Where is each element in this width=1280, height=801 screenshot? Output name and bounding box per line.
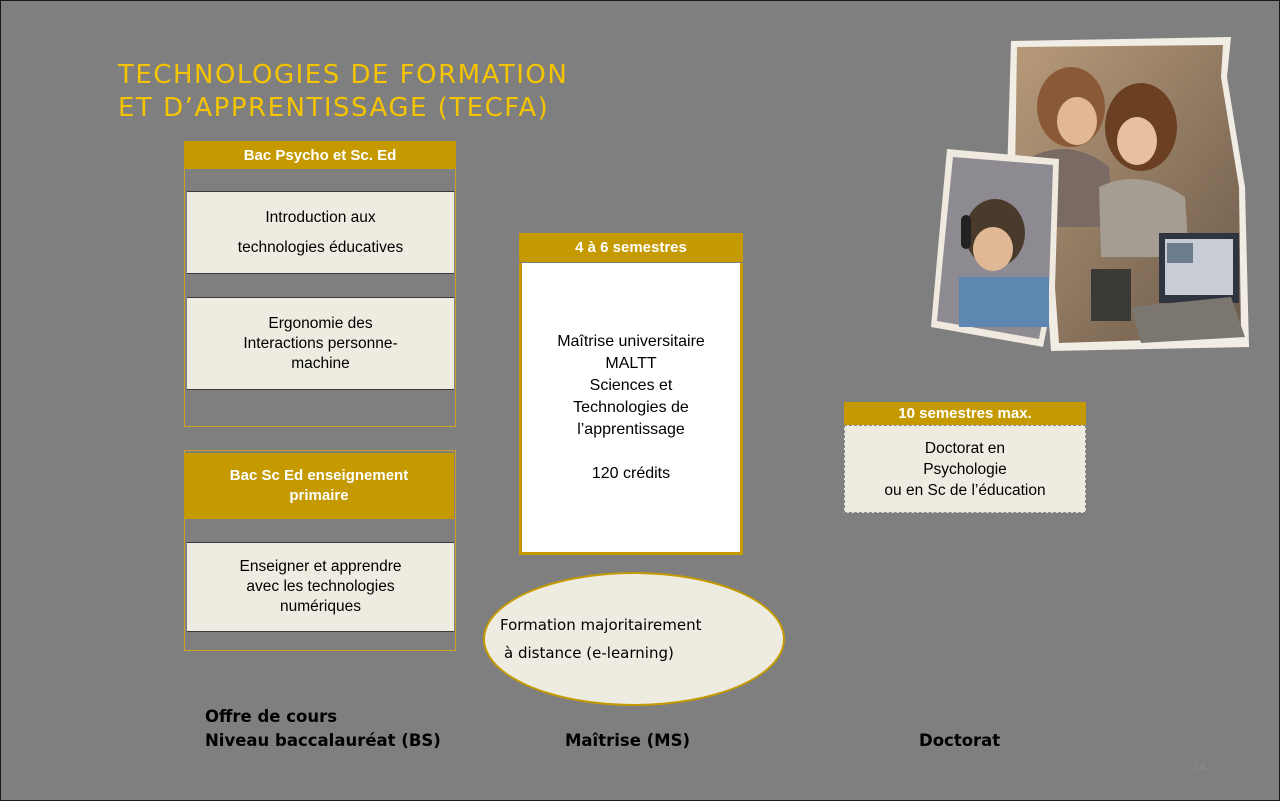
course-line: numériques <box>280 598 361 615</box>
bachelor-psycho-header: Bac Psycho et Sc. Ed <box>184 141 456 169</box>
doctorate-program-box: Doctorat en Psychologie ou en Sc de l’éd… <box>844 425 1086 513</box>
page-number: 14 <box>1194 762 1206 773</box>
bachelor-primary-group <box>184 450 456 651</box>
doctorate-line: Doctorat en <box>924 439 1006 457</box>
course-line: avec les technologies <box>246 578 395 595</box>
level-label-doctorate: Doctorat <box>919 731 1001 750</box>
bachelor-psycho-group <box>184 141 456 427</box>
master-line: Maîtrise universitaire <box>557 332 705 350</box>
elearning-ellipse: Formation majoritairement à distance (e-… <box>483 572 785 706</box>
slide-title-line-1: TECHNOLOGIES DE FORMATION <box>118 60 569 90</box>
course-introduction-technologies: Introduction aux technologies éducatives <box>187 191 454 274</box>
slide-title: TECHNOLOGIES DE FORMATION ET D’APPRENTIS… <box>118 59 568 125</box>
master-line: Technologies de <box>573 398 689 416</box>
course-line: technologies éducatives <box>237 238 404 256</box>
course-enseigner-apprendre: Enseigner et apprendre avec les technolo… <box>187 542 454 632</box>
course-line: Ergonomie des <box>268 314 373 332</box>
doctorate-line: Psychologie <box>923 460 1007 478</box>
offer-label: Offre de cours <box>205 707 338 726</box>
bachelor-primary-header: Bac Sc Ed enseignement primaire <box>184 453 454 519</box>
students-photo-collage <box>931 37 1249 351</box>
course-line: Introduction aux <box>265 208 376 226</box>
slide-title-line-2: ET D’APPRENTISSAGE (TECFA) <box>118 93 550 123</box>
doctorate-duration-header: 10 semestres max. <box>844 402 1086 425</box>
bachelor-level-label: Niveau baccalauréat (BS) <box>205 731 441 750</box>
course-line: Interactions personne- <box>243 334 398 352</box>
master-line: Sciences et <box>589 376 673 394</box>
doctorate-line: ou en Sc de l’éducation <box>884 481 1046 499</box>
master-program-box: Maîtrise universitaire MALTT Sciences et… <box>519 263 743 555</box>
master-duration-header: 4 à 6 semestres <box>519 233 743 262</box>
elearning-line-1: Formation majoritairement <box>500 616 702 634</box>
bachelor-primary-header-line-1: Bac Sc Ed enseignement <box>229 467 409 484</box>
master-credits: 120 crédits <box>591 464 671 482</box>
master-line: l’apprentissage <box>577 420 685 438</box>
course-line: Enseigner et apprendre <box>239 558 402 575</box>
elearning-line-2: à distance (e-learning) <box>504 644 674 662</box>
level-label-bachelor: Offre de cours Niveau baccalauréat (BS) <box>205 705 441 753</box>
course-line: machine <box>291 354 350 372</box>
bachelor-primary-header-line-2: primaire <box>289 487 349 504</box>
level-label-master: Maîtrise (MS) <box>565 731 691 750</box>
master-line: MALTT <box>605 354 657 372</box>
course-ergonomie-interactions: Ergonomie des Interactions personne- mac… <box>187 297 454 390</box>
